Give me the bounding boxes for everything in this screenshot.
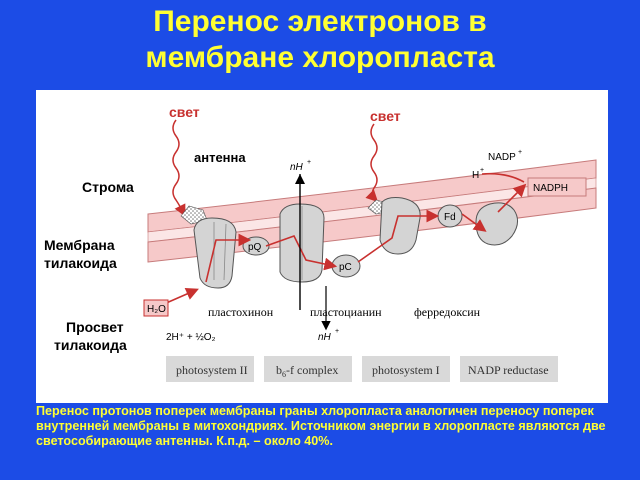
plastocyanin-label: пластоцианин [310, 305, 382, 319]
slide-title: Перенос электронов в мембране хлоропласт… [0, 4, 640, 76]
membrane-label-1: Мембрана [44, 237, 115, 253]
light-label-1: свет [169, 104, 200, 120]
svg-text:+: + [335, 328, 339, 335]
light-wave-1 [172, 119, 186, 217]
h2o-label: H₂O [147, 304, 166, 315]
pq-label: pQ [248, 242, 262, 253]
light-wave-2 [365, 123, 379, 203]
photosystem-i-protein [379, 197, 421, 255]
svg-text:+: + [307, 159, 311, 166]
nadp-reductase-protein [475, 202, 518, 246]
ferredoxin-label: ферредоксин [414, 305, 481, 319]
nadph-box [527, 177, 587, 197]
complex-label-b6f: b6-f complex [276, 363, 338, 379]
complex-label-nadp-reductase: NADP reductase [468, 363, 549, 377]
fd-label: Fd [444, 212, 456, 223]
diagram-panel: свет свет антенна Строма Мембрана тилако… [36, 90, 608, 403]
antenna-1 [180, 205, 208, 225]
proton-label-bottom: nH [318, 332, 332, 343]
title-line-2: мембране хлоропласта [145, 41, 495, 74]
proton-label-top: nH [290, 162, 304, 173]
svg-text:+: + [518, 149, 522, 156]
electron-transport-diagram: свет свет антенна Строма Мембрана тилако… [44, 104, 597, 382]
svg-text:+: + [480, 167, 484, 174]
complex-label-photosystem-ii: photosystem II [176, 363, 248, 377]
complex-labels [166, 356, 558, 382]
h2o-box [143, 299, 169, 317]
lumen-label-1: Просвет [66, 319, 124, 335]
water-products-label: 2H⁺ + ½O₂ [166, 332, 216, 343]
antenna-label: антенна [194, 150, 246, 165]
lumen-label-2: тилакоида [54, 337, 127, 353]
stroma-label: Строма [82, 179, 134, 195]
light-label-2: свет [370, 108, 401, 124]
title-line-1: Перенос электронов в [153, 5, 487, 38]
photosystem-ii-protein [193, 217, 237, 289]
membrane-label-2: тилакоида [44, 255, 117, 271]
h-plus-label: H [472, 170, 479, 181]
pc-label: pC [339, 262, 352, 273]
nadp-label: NADP [488, 152, 516, 163]
nadph-label: NADPH [533, 183, 568, 194]
complex-label-photosystem-i: photosystem I [372, 363, 440, 377]
caption-text: Перенос протонов поперек мембраны граны … [36, 404, 606, 448]
plastoquinone-label: пластохинон [208, 305, 274, 319]
